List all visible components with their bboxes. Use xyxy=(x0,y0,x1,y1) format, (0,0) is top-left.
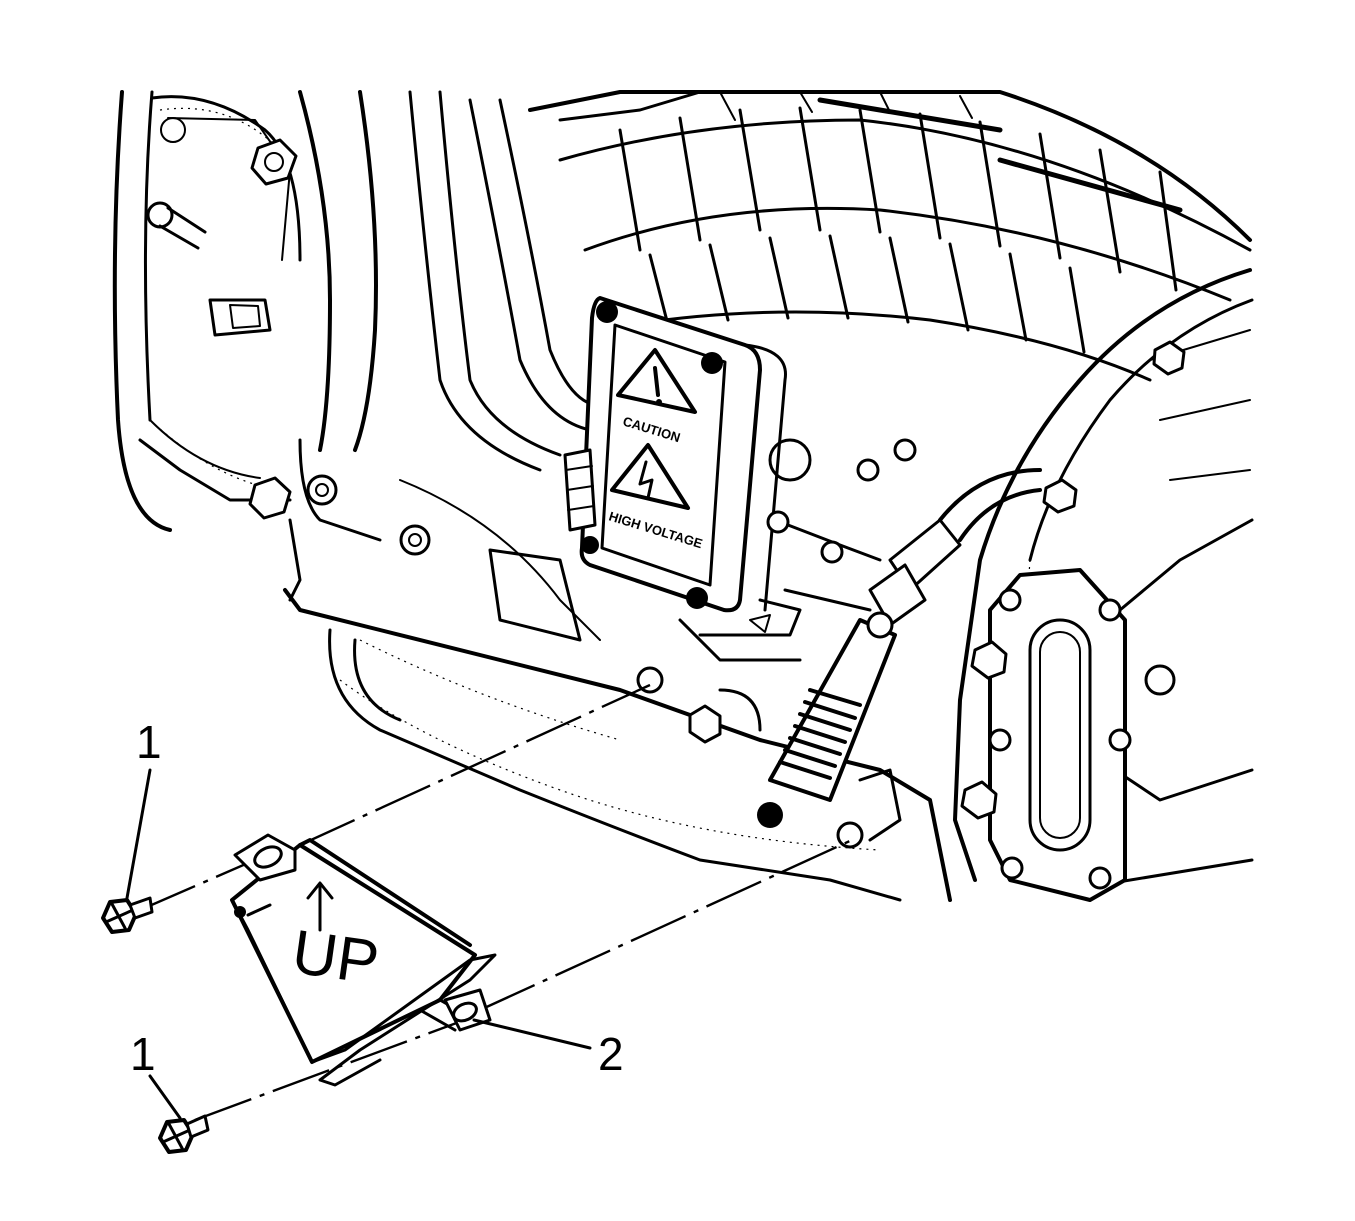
bellows-boot xyxy=(757,611,897,828)
hex-bolt-icon xyxy=(960,780,998,820)
high-voltage-triangle-icon xyxy=(610,443,690,510)
bracket: UP xyxy=(230,833,497,1087)
hex-bolt-icon xyxy=(1042,478,1078,514)
case-ribs xyxy=(618,91,1183,354)
bolt-upper xyxy=(101,896,154,934)
callout-bolt-upper: 1 xyxy=(125,716,162,900)
transmission-case xyxy=(112,90,1254,902)
bolt-lower xyxy=(158,1114,210,1154)
hex-bolt-icon xyxy=(248,476,292,520)
callout-label: 2 xyxy=(598,1028,624,1080)
stud-icon xyxy=(146,201,207,250)
hex-bolt-icon xyxy=(1152,340,1186,376)
callout-label: 1 xyxy=(130,1028,156,1080)
callout-bolt-lower: 1 xyxy=(130,1028,182,1120)
up-arrow-icon xyxy=(306,881,334,932)
control-module: CAUTION HIGH VOLTAGE xyxy=(563,296,787,613)
shift-linkage xyxy=(757,468,1042,828)
callout-bracket: 2 xyxy=(472,1018,624,1080)
hex-bolt-icon xyxy=(688,704,722,744)
hex-bolt-icon xyxy=(970,640,1008,680)
callout-label: 1 xyxy=(136,716,162,768)
side-cover-plate xyxy=(988,568,1132,902)
caution-triangle-icon xyxy=(616,348,697,414)
alignment-lines xyxy=(139,683,853,1122)
hex-bolt-icon xyxy=(250,138,298,186)
bracket-up-marking: UP xyxy=(288,918,383,998)
